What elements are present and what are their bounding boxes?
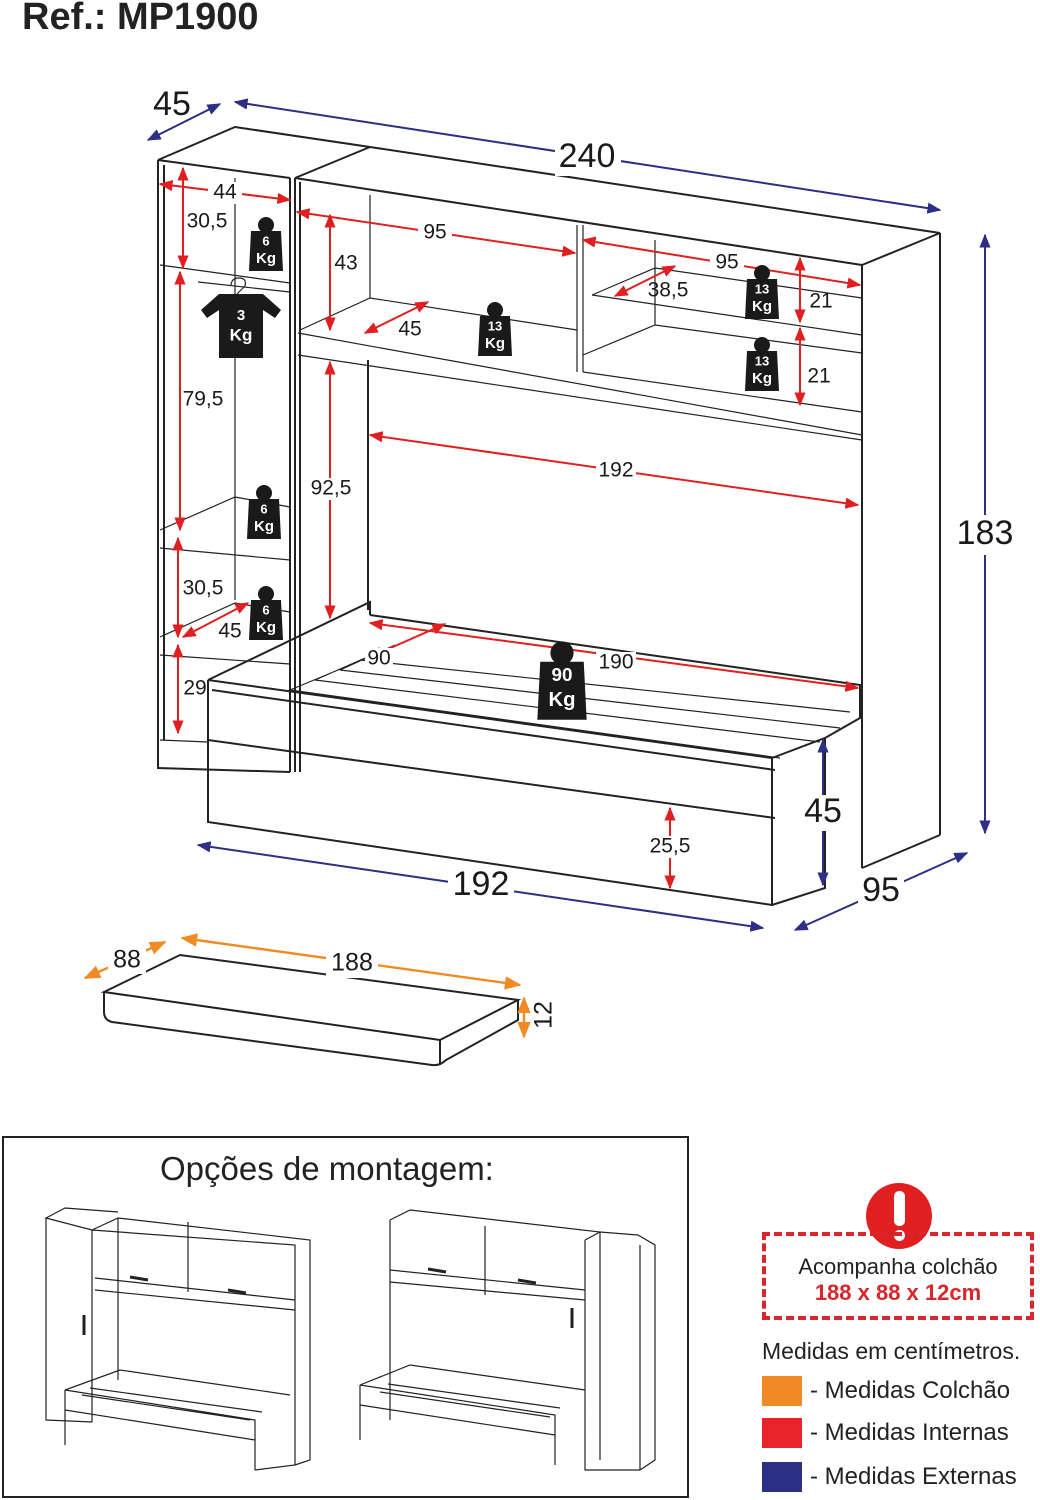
assembly-option-left bbox=[44, 1207, 311, 1471]
weight-unit: Kg bbox=[752, 370, 772, 387]
weight-unit: Kg bbox=[485, 335, 505, 352]
dim-ext-bed-height: 45 bbox=[804, 792, 842, 830]
dim-mattress-height: 12 bbox=[530, 1001, 558, 1029]
dim-int-192: 192 bbox=[598, 459, 633, 482]
dim-int-95-right: 95 bbox=[715, 251, 738, 274]
dim-int-90: 90 bbox=[367, 647, 390, 670]
mattress-dimensions: 88 188 12 bbox=[83, 933, 558, 1039]
dim-int-30-5-bottom: 30,5 bbox=[183, 577, 224, 600]
weight-value: 6 bbox=[262, 233, 269, 248]
dim-int-45-low: 45 bbox=[218, 620, 241, 643]
weight-value: 3 bbox=[237, 307, 245, 324]
legend-swatch-orange bbox=[762, 1376, 802, 1406]
dim-int-44: 44 bbox=[213, 181, 237, 204]
weight-unit: Kg bbox=[254, 518, 274, 535]
dim-int-190: 190 bbox=[598, 651, 633, 674]
notice-line-1: Acompanha colchão bbox=[798, 1254, 998, 1279]
legend-label: - Medidas Colchão bbox=[810, 1377, 1011, 1404]
dim-ext-width: 240 bbox=[559, 137, 616, 175]
weight-tag: 6Kg bbox=[249, 217, 283, 271]
dim-mattress-length: 188 bbox=[331, 949, 373, 977]
weight-value: 13 bbox=[755, 353, 769, 368]
dim-int-43: 43 bbox=[334, 252, 357, 275]
assembly-option-right bbox=[359, 1209, 656, 1471]
mattress-included-notice: Acompanha colchão 188 x 88 x 12cm bbox=[762, 1232, 1034, 1320]
dim-int-79-5: 79,5 bbox=[183, 388, 224, 411]
dim-ext-bed-length: 192 bbox=[453, 865, 510, 903]
legend-item-mattress: - Medidas Colchão bbox=[762, 1376, 1010, 1406]
reference-title: Ref.: MP1900 bbox=[22, 0, 259, 38]
dim-int-95-left: 95 bbox=[423, 221, 446, 244]
notice-line-2: 188 x 88 x 12cm bbox=[814, 1280, 982, 1305]
dim-int-21-bottom: 21 bbox=[807, 365, 830, 388]
internal-dimensions: 44 30,5 95 43 45 95 38,5 21 21 79,5 92,5… bbox=[158, 166, 862, 890]
weight-tag: 6Kg bbox=[247, 485, 281, 539]
dim-mattress-width: 88 bbox=[113, 946, 141, 974]
weight-unit: Kg bbox=[256, 619, 276, 636]
dim-int-45-shelf: 45 bbox=[398, 318, 421, 341]
options-panel bbox=[2, 1136, 689, 1498]
dim-int-92-5: 92,5 bbox=[311, 477, 352, 500]
dim-int-29: 29 bbox=[183, 677, 206, 700]
legend-item-external: - Medidas Externas bbox=[762, 1462, 1017, 1492]
weight-unit: Kg bbox=[256, 250, 276, 267]
legend-swatch-blue bbox=[762, 1462, 802, 1492]
bed-frame bbox=[207, 600, 861, 907]
legend-swatch-red bbox=[762, 1418, 802, 1448]
exclamation-alert-icon bbox=[866, 1183, 932, 1249]
legend-label: - Medidas Externas bbox=[810, 1463, 1017, 1490]
weight-unit: Kg bbox=[548, 689, 575, 711]
dim-ext-height: 183 bbox=[957, 514, 1014, 552]
legend-label: - Medidas Internas bbox=[810, 1419, 1009, 1446]
hanger-weight-shirt-icon: 3 Kg bbox=[201, 277, 281, 358]
weight-unit: Kg bbox=[752, 298, 772, 315]
weight-value: 90 bbox=[552, 664, 573, 685]
dim-int-21-top: 21 bbox=[809, 290, 832, 313]
weight-value: 6 bbox=[262, 602, 269, 617]
dim-ext-depth-top: 45 bbox=[153, 85, 191, 123]
dim-int-38-5: 38,5 bbox=[648, 279, 689, 302]
dim-int-30-5-top: 30,5 bbox=[187, 210, 228, 233]
options-title: Opções de montagem: bbox=[160, 1150, 494, 1187]
overhead-cabinet bbox=[294, 145, 941, 869]
units-note: Medidas em centímetros. bbox=[762, 1338, 1021, 1364]
weight-value: 6 bbox=[260, 501, 267, 516]
external-dimensions: 45 240 183 45 95 192 bbox=[146, 85, 1020, 932]
weight-unit: Kg bbox=[230, 325, 253, 344]
dim-int-25-5: 25,5 bbox=[650, 835, 691, 858]
weight-value: 13 bbox=[755, 281, 769, 296]
dim-ext-depth: 95 bbox=[862, 871, 900, 909]
mattress bbox=[100, 953, 522, 1067]
legend-item-internal: - Medidas Internas bbox=[762, 1418, 1009, 1448]
weight-value: 13 bbox=[488, 318, 502, 333]
weight-tag: 6Kg bbox=[249, 586, 283, 640]
